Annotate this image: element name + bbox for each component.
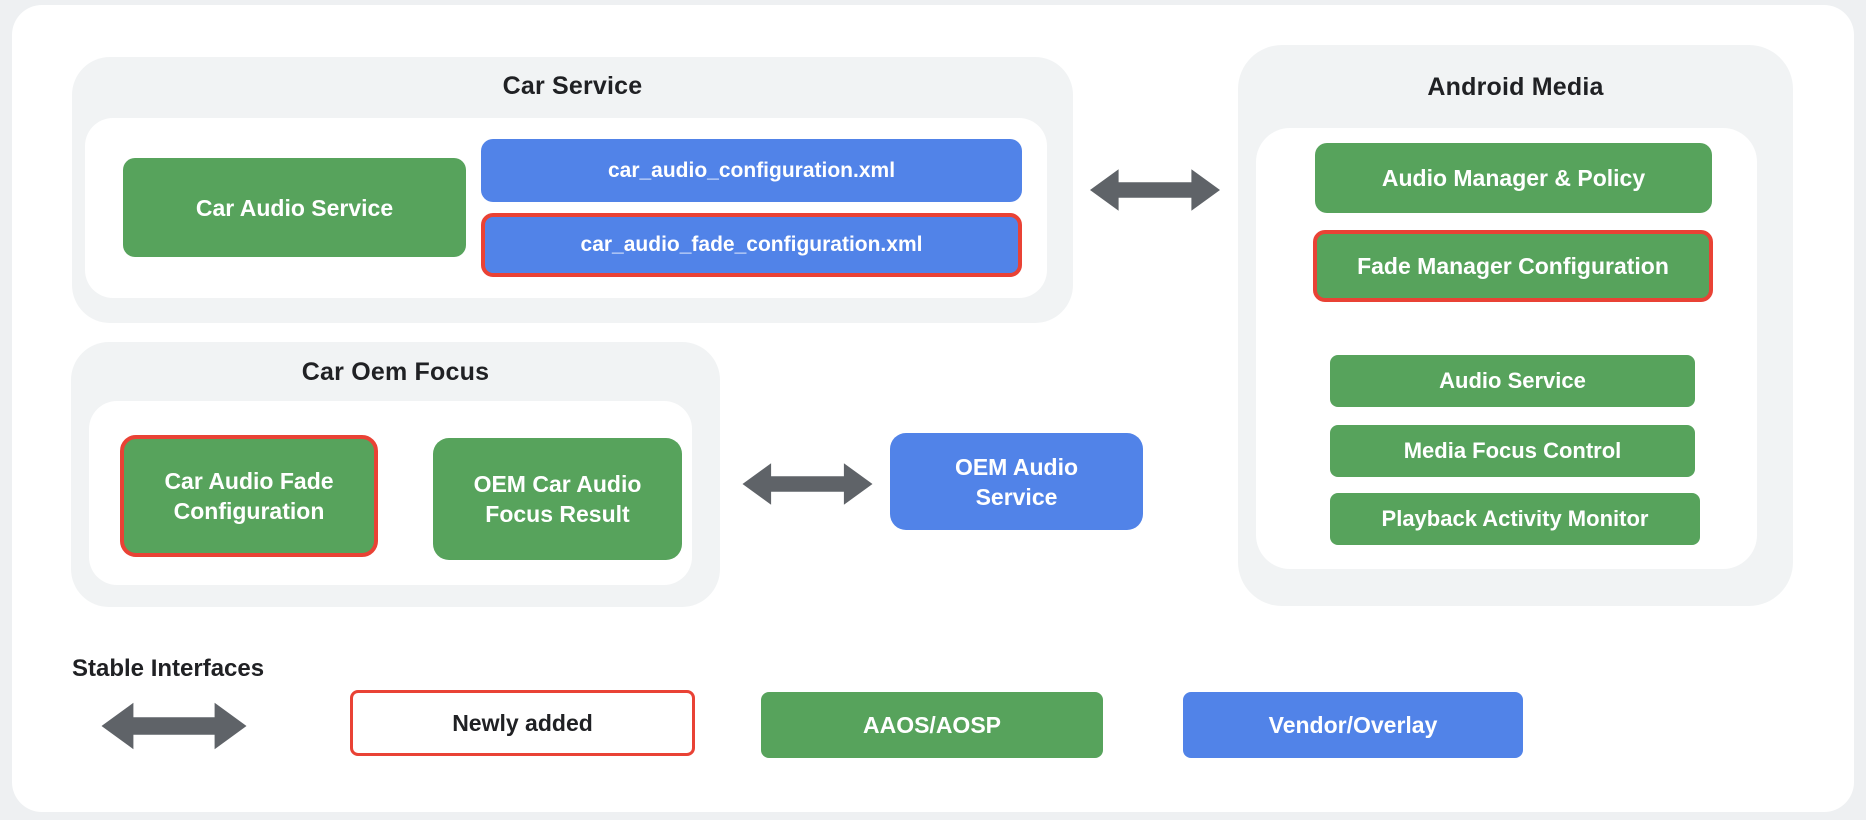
car-oem-focus-group: Car Oem Focus Car Audio Fade Configurati… xyxy=(71,342,720,607)
android-media-group: Android Media Audio Manager & Policy Fad… xyxy=(1238,45,1793,606)
diagram-canvas: Car Service Car Audio Service car_audio_… xyxy=(12,5,1854,812)
oem-audio-service-box: OEM Audio Service xyxy=(890,433,1143,530)
audio-service-box: Audio Service xyxy=(1330,355,1695,407)
car-audio-fade-configuration-box: Car Audio Fade Configuration xyxy=(120,435,378,557)
bidirectional-arrow-icon xyxy=(742,463,873,505)
legend-stable-interfaces-label: Stable Interfaces xyxy=(72,655,265,682)
bidirectional-arrow-icon xyxy=(1090,169,1220,211)
legend-newly-added-box: Newly added xyxy=(350,690,695,756)
legend-vendor-overlay-box: Vendor/Overlay xyxy=(1183,692,1523,758)
car-audio-service-box: Car Audio Service xyxy=(123,158,466,257)
car-oem-focus-inner-panel: Car Audio Fade Configuration OEM Car Aud… xyxy=(89,401,692,585)
oem-car-audio-focus-result-box: OEM Car Audio Focus Result xyxy=(433,438,682,560)
android-media-inner-panel: Audio Manager & Policy Fade Manager Conf… xyxy=(1256,128,1757,569)
media-focus-control-box: Media Focus Control xyxy=(1330,425,1695,477)
stable-interfaces-arrow-icon xyxy=(101,702,247,750)
fade-manager-configuration-box: Fade Manager Configuration xyxy=(1313,230,1713,302)
car-oem-focus-title: Car Oem Focus xyxy=(301,358,490,386)
car-service-group: Car Service Car Audio Service car_audio_… xyxy=(72,57,1073,323)
car-audio-configuration-xml-box: car_audio_configuration.xml xyxy=(481,139,1022,202)
audio-manager-policy-box: Audio Manager & Policy xyxy=(1315,143,1712,213)
car-audio-fade-configuration-xml-box: car_audio_fade_configuration.xml xyxy=(481,213,1022,277)
android-media-title: Android Media xyxy=(1427,73,1604,101)
car-service-inner-panel: Car Audio Service car_audio_configuratio… xyxy=(85,118,1047,298)
car-service-title: Car Service xyxy=(502,72,643,100)
playback-activity-monitor-box: Playback Activity Monitor xyxy=(1330,493,1700,545)
legend-aaos-aosp-box: AAOS/AOSP xyxy=(761,692,1103,758)
